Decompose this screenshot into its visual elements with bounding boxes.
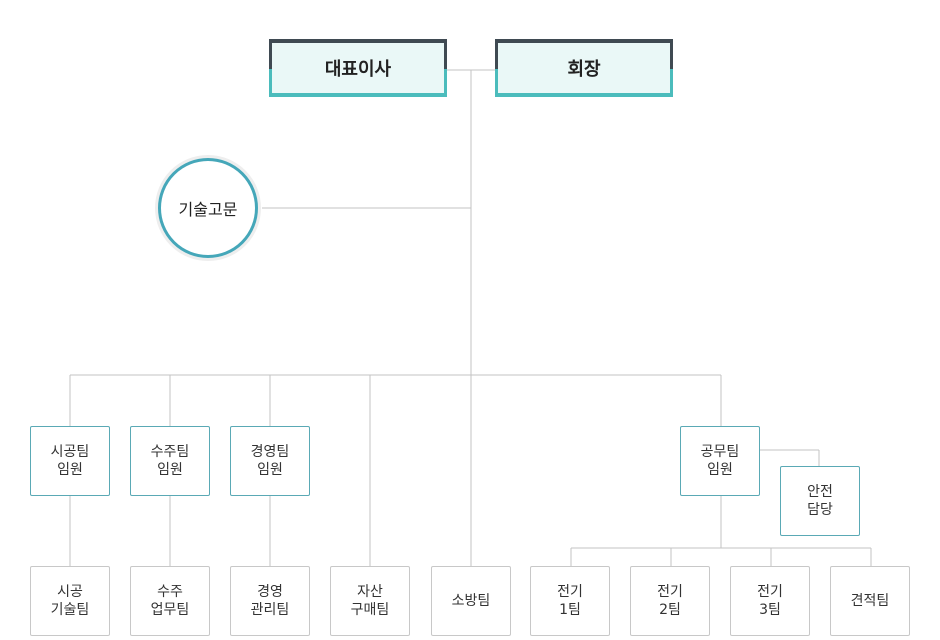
electric-team-2-box: 전기 2팀 — [630, 566, 710, 636]
asset-purchase-line2: 구매팀 — [350, 602, 390, 618]
electric-1-line1: 전기 — [557, 584, 583, 600]
management-exec-line2: 임원 — [257, 462, 283, 478]
orders-work-line2: 업무팀 — [150, 602, 190, 618]
safety-line2: 담당 — [807, 502, 833, 518]
construction-tech-line2: 기술팀 — [50, 602, 90, 618]
management-admin-team-box: 경영 관리팀 — [230, 566, 310, 636]
construction-tech-line1: 시공 — [57, 584, 83, 600]
electric-1-line2: 1팀 — [559, 602, 581, 618]
works-exec-line2: 임원 — [707, 462, 733, 478]
construction-tech-team-box: 시공 기술팀 — [30, 566, 110, 636]
construction-exec-line1: 시공팀 — [50, 444, 90, 460]
electric-2-line1: 전기 — [657, 584, 683, 600]
construction-exec-box: 시공팀 임원 — [30, 426, 110, 496]
advisor-label: 기술고문 — [178, 200, 238, 219]
electric-2-line2: 2팀 — [659, 602, 681, 618]
electric-3-line2: 3팀 — [759, 602, 781, 618]
asset-purchase-line1: 자산 — [357, 584, 383, 600]
safety-officer-box: 안전 담당 — [780, 466, 860, 536]
electric-3-line1: 전기 — [757, 584, 783, 600]
estimate-team-label: 견적팀 — [850, 593, 890, 609]
orders-exec-line1: 수주팀 — [150, 444, 190, 460]
electric-team-1-box: 전기 1팀 — [530, 566, 610, 636]
management-exec-box: 경영팀 임원 — [230, 426, 310, 496]
fire-team-box: 소방팀 — [431, 566, 511, 636]
ceo-box: 대표이사 — [269, 39, 447, 97]
estimate-team-box: 견적팀 — [830, 566, 910, 636]
orders-exec-box: 수주팀 임원 — [130, 426, 210, 496]
orders-exec-line2: 임원 — [157, 462, 183, 478]
management-exec-line1: 경영팀 — [250, 444, 290, 460]
chairman-box: 회장 — [495, 39, 673, 97]
safety-line1: 안전 — [807, 484, 833, 500]
works-exec-box: 공무팀 임원 — [680, 426, 760, 496]
construction-exec-line2: 임원 — [57, 462, 83, 478]
ceo-label: 대표이사 — [324, 59, 392, 80]
chairman-label: 회장 — [567, 59, 601, 80]
works-exec-line1: 공무팀 — [700, 444, 740, 460]
electric-team-3-box: 전기 3팀 — [730, 566, 810, 636]
asset-purchase-team-box: 자산 구매팀 — [330, 566, 410, 636]
technical-advisor-circle: 기술고문 — [158, 158, 258, 258]
orders-work-team-box: 수주 업무팀 — [130, 566, 210, 636]
management-admin-line1: 경영 — [257, 584, 283, 600]
orders-work-line1: 수주 — [157, 584, 183, 600]
management-admin-line2: 관리팀 — [250, 602, 290, 618]
fire-team-label: 소방팀 — [451, 593, 491, 609]
